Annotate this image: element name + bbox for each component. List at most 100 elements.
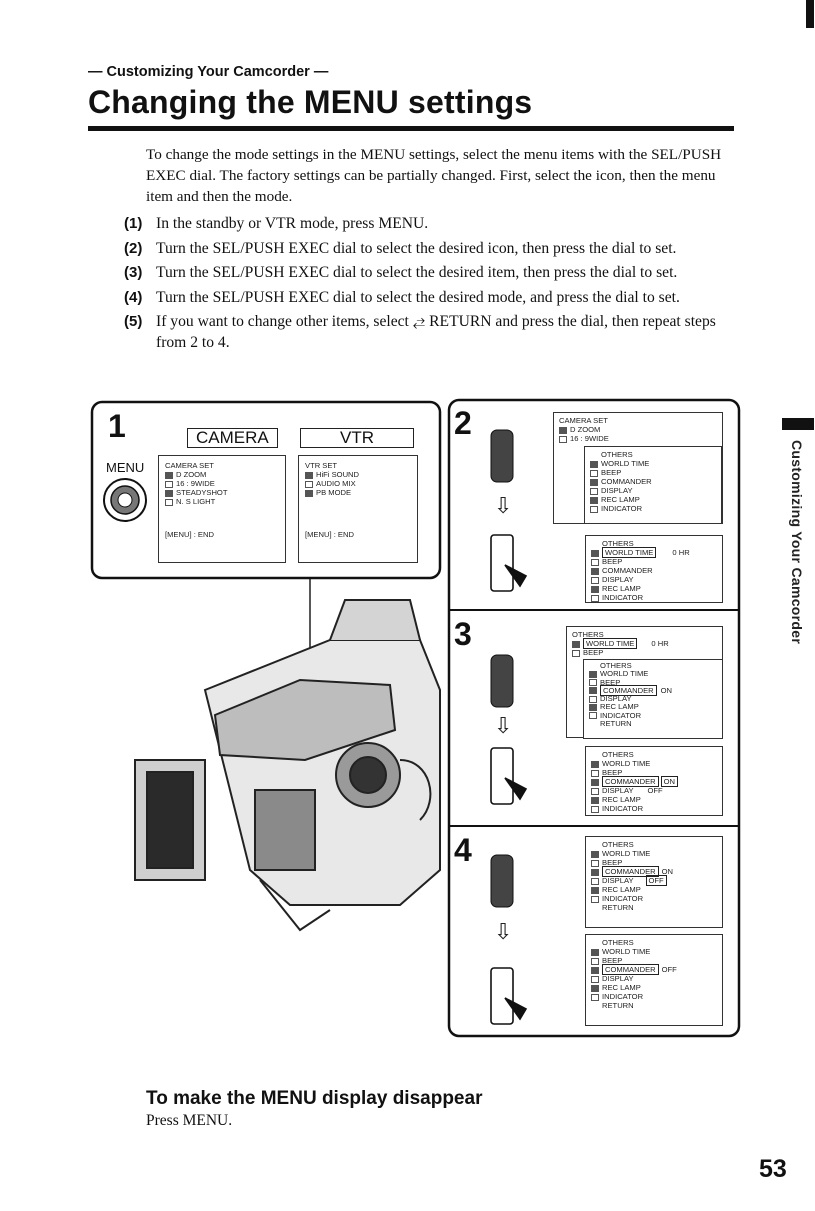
- figure-step-number: 4: [454, 832, 472, 868]
- menu-row: INDICATOR: [602, 593, 644, 602]
- menu-icon: [591, 594, 599, 602]
- menu-row: BEEP: [602, 768, 623, 777]
- menu-row: PB MODE: [316, 488, 352, 497]
- menu-row: D ZOOM: [570, 425, 601, 434]
- step-text: If you want to change other items, selec…: [156, 313, 716, 351]
- menu-header: OTHERS: [600, 661, 632, 670]
- menu-row: DISPLAY: [602, 575, 634, 584]
- figure-step-number: 2: [454, 405, 472, 441]
- menu-header: OTHERS: [602, 938, 634, 947]
- vtr-tab: VTR: [300, 428, 414, 448]
- menu-icon: [590, 496, 598, 504]
- menu-icon: [572, 649, 580, 657]
- hand-press-icon: [490, 534, 528, 1025]
- menu-icon: [591, 886, 599, 894]
- menu-row: BEEP: [602, 956, 623, 965]
- step-text: Turn the SEL/PUSH EXEC dial to select th…: [156, 264, 678, 281]
- menu-row: WORLD TIME: [601, 459, 650, 468]
- step-text: Turn the SEL/PUSH EXEC dial to select th…: [156, 288, 680, 306]
- menu-row-selected: WORLD TIME: [583, 638, 638, 649]
- menu-icon: [591, 558, 599, 566]
- step-item: (3)Turn the SEL/PUSH EXEC dial to select…: [124, 263, 744, 284]
- menu-icon: [589, 679, 597, 687]
- menu-row: WORLD TIME: [600, 669, 649, 679]
- menu-header: CAMERA SET: [165, 461, 214, 470]
- menu-icon: [591, 850, 599, 858]
- menu-row: INDICATOR: [602, 804, 644, 813]
- step-item: (4)Turn the SEL/PUSH EXEC dial to select…: [124, 288, 744, 309]
- menu-row: AUDIO MIX: [316, 479, 356, 488]
- menu-row-selected: COMMANDER: [602, 964, 659, 975]
- menu-row: BEEP: [601, 468, 622, 477]
- menu-row: DISPLAY: [602, 974, 634, 983]
- menu-icon: [590, 460, 598, 468]
- menu-icon: [591, 778, 599, 786]
- menu-icon: [591, 549, 599, 557]
- menu-row: COMMANDER: [602, 566, 653, 575]
- menu-row-selected: COMMANDER: [602, 866, 659, 877]
- menu-icon: [589, 712, 597, 720]
- subsection-text: Press MENU.: [146, 1112, 233, 1129]
- menu-icon: [591, 859, 599, 867]
- option-off: OFF: [647, 786, 663, 795]
- menu-icon: [165, 498, 173, 506]
- menu-icon: [559, 426, 567, 434]
- menu-icon: [589, 670, 597, 678]
- menu-icon: [591, 567, 599, 575]
- menu-icon: [591, 805, 599, 813]
- menu-icon: [165, 480, 173, 488]
- option-off-selected: OFF: [645, 875, 667, 886]
- sel-push-exec-dial-icon: [490, 429, 514, 908]
- step-number: (2): [124, 239, 143, 257]
- menu-row: 16 : 9WIDE: [570, 434, 609, 443]
- menu-row-return: RETURN: [600, 719, 632, 729]
- menu-value: 0 HR: [672, 548, 690, 557]
- menu-icon: [591, 975, 599, 983]
- menu-row: HiFi SOUND: [316, 470, 360, 479]
- menu-icon: [589, 695, 597, 703]
- menu-row: DISPLAY: [602, 876, 634, 885]
- side-tab-marker: [782, 418, 814, 430]
- menu-row: WORLD TIME: [602, 759, 651, 768]
- menu-row-selected: WORLD TIME: [602, 547, 657, 558]
- step-text: In the standby or VTR mode, press MENU.: [156, 215, 429, 232]
- menu-icon: [591, 868, 599, 876]
- menu-value: ON: [660, 685, 673, 695]
- vtr-set-screen: VTR SET HiFi SOUND AUDIO MIX PB MODE [ME…: [298, 455, 418, 563]
- menu-icon: [590, 478, 598, 486]
- menu-icon: [590, 487, 598, 495]
- menu-icon: [591, 576, 599, 584]
- menu-button-label: MENU: [106, 460, 145, 475]
- menu-row: D ZOOM: [176, 470, 207, 479]
- steps-list: (1)In the standby or VTR mode, press MEN…: [124, 214, 744, 357]
- subsection-title: To make the MENU display disappear: [146, 1088, 483, 1109]
- menu-icon: [572, 640, 580, 648]
- step-number: (5): [124, 313, 143, 330]
- menu-header: OTHERS: [602, 750, 634, 759]
- menu-row: WORLD TIME: [602, 947, 651, 956]
- menu-row: 16 : 9WIDE: [176, 479, 215, 488]
- option-on-selected: ON: [660, 776, 679, 787]
- camera-set-screen: CAMERA SET D ZOOM 16 : 9WIDE STEADYSHOT …: [158, 455, 286, 563]
- page-number: 53: [759, 1155, 787, 1183]
- side-tab-label: Customizing Your Camcorder: [789, 440, 805, 645]
- down-arrow-icon: ⇩: [494, 494, 513, 519]
- menu-icon: [559, 435, 567, 443]
- menu-row: BEEP: [602, 557, 623, 566]
- menu-row-selected: COMMANDER: [600, 684, 657, 696]
- running-head: — Customizing Your Camcorder —: [88, 64, 329, 80]
- menu-icon: [591, 585, 599, 593]
- camera-tab: CAMERA: [187, 428, 278, 448]
- menu-header: OTHERS: [572, 630, 604, 639]
- menu-icon: [590, 469, 598, 477]
- menu-row: REC LAMP: [602, 885, 641, 894]
- menu-icon: [591, 993, 599, 1001]
- menu-footer: [MENU] : END: [165, 530, 214, 539]
- menu-icon: [591, 769, 599, 777]
- menu-button-icon: [103, 478, 147, 522]
